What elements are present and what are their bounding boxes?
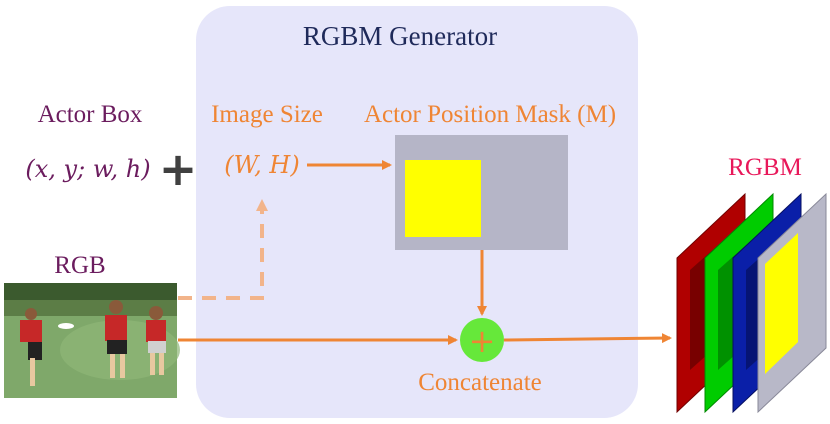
player-figure [20,308,42,386]
generator-title: RGBM Generator [303,21,497,51]
rgb-label: RGB [54,252,105,279]
image-size-formula: (W, H) [224,151,299,179]
channel-mask-actor-region [765,233,798,374]
image-size-label: Image Size [211,101,323,128]
mask-actor-region [405,160,481,237]
plus-icon: + [159,142,198,196]
concatenate-plus-icon: + [469,322,496,360]
concatenate-label: Concatenate [418,369,542,396]
concatenate-node [460,318,504,362]
rgbm-stack [676,192,827,414]
mask-label: Actor Position Mask (M) [364,101,616,128]
player-figure [105,300,127,378]
actor-box-label: Actor Box [38,101,143,128]
rgbm-label: RGBM [728,154,802,181]
actor-box-formula: (x, y; w, h) [25,155,150,183]
arrow-concat-to-rgbm [503,333,672,344]
rgb-photo [4,283,180,398]
dashed-arrow-rgb-to-size [178,199,268,300]
player-figure [146,306,166,375]
